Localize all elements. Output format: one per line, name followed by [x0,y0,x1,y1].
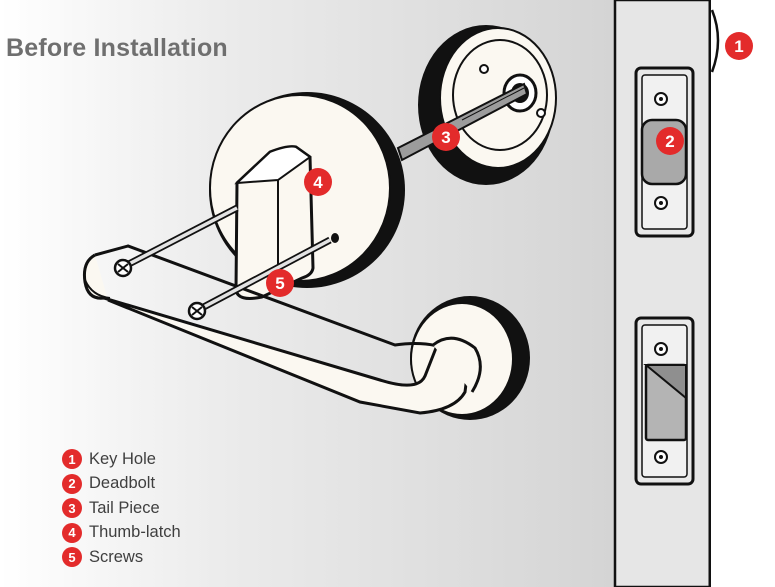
red-number-badge-icon [266,269,294,297]
callout-4: 4 [304,168,332,196]
legend-item-tail-piece: 3 Tail Piece [62,496,181,521]
legend-label: Key Hole [89,449,156,468]
legend-item-thumb-latch: 4 Thumb-latch [62,521,181,546]
red-number-badge-icon: 2 [62,473,82,494]
legend: 1 Key Hole 2 Deadbolt 3 Tail Piece 4 Thu… [62,447,181,570]
red-number-badge-icon: 4 [62,522,82,543]
svg-text:1: 1 [734,37,743,56]
red-number-badge-icon [656,127,684,155]
screws [113,204,332,321]
svg-text:3: 3 [441,128,450,147]
page-title: Before Installation [6,34,228,62]
lever-handle [83,244,530,420]
red-number-badge-icon: 3 [62,498,82,519]
svg-text:5: 5 [275,274,284,293]
legend-label: Screws [89,547,144,566]
legend-label: Deadbolt [89,474,156,493]
callout-2: 2 [656,127,684,155]
svg-text:4: 4 [313,173,323,192]
legend-label: Thumb-latch [89,523,181,542]
red-number-badge-icon [432,123,460,151]
legend-item-screws: 5 Screws [62,545,181,570]
red-number-badge-icon [725,32,753,60]
legend-item-deadbolt: 2 Deadbolt [62,472,181,497]
legend-item-key-hole: 1 Key Hole [62,447,181,472]
red-number-badge-icon: 1 [62,449,82,470]
tail-piece [396,82,529,162]
callout-1: 1 [725,32,753,60]
red-number-badge-icon [304,168,332,196]
svg-text:2: 2 [665,132,674,151]
callout-5: 5 [266,269,294,297]
legend-label: Tail Piece [89,498,160,517]
latch-plate [634,316,695,486]
red-number-badge-icon: 5 [62,547,82,568]
callout-3: 3 [432,123,460,151]
